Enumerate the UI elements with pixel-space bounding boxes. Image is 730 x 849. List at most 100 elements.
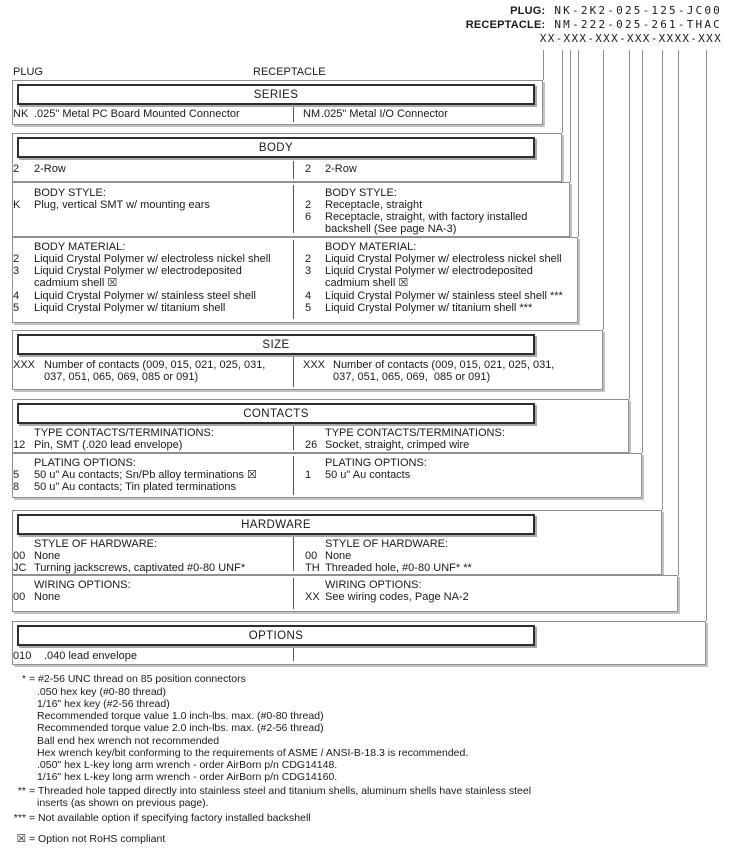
contacts-type-subhead-plug: TYPE CONTACTS/TERMINATIONS: bbox=[34, 427, 214, 439]
footnote-line: .050 hex key (#0-80 thread) bbox=[37, 686, 166, 698]
contacts-header: CONTACTS bbox=[17, 403, 535, 424]
contacts-type-divider bbox=[293, 426, 294, 450]
body-material-plug-desc-3: Liquid Crystal Polymer w/ electrodeposit… bbox=[34, 265, 242, 290]
plug-column-label: PLUG bbox=[13, 66, 43, 78]
options-header: OPTIONS bbox=[17, 625, 535, 646]
receptacle-pn-value: NM-222-025-261-THAC bbox=[554, 18, 722, 31]
body-material-receptacle-code-4: 4 bbox=[305, 290, 312, 302]
size-receptacle-desc: Number of contacts (009, 015, 021, 025, … bbox=[333, 359, 555, 384]
footnote-line: Hex wrench key/bit conforming to the req… bbox=[37, 747, 469, 759]
wiring-subhead-plug: WIRING OPTIONS: bbox=[34, 579, 131, 591]
body-material-subhead-receptacle: BODY MATERIAL: bbox=[325, 241, 417, 253]
body-material-receptacle-code-2: 2 bbox=[305, 253, 312, 265]
riser-hardware-style bbox=[662, 50, 663, 510]
field-box-body-material bbox=[12, 237, 578, 323]
plug-pn-label: PLUG: bbox=[510, 5, 546, 17]
footnote-line: Recommended torque value 1.0 inch-lbs. m… bbox=[37, 710, 324, 722]
part-number-mask: XX-XXX-XXX-XXX-XXXX-XXX bbox=[539, 32, 722, 45]
receptacle-column-label: RECEPTACLE bbox=[253, 66, 326, 78]
ballot-box-x-icon: ☒ bbox=[16, 833, 26, 845]
body-style-plug-desc: Plug, vertical SMT w/ mounting ears bbox=[34, 199, 210, 211]
plug-pn-value: NK-2K2-025-125-JC00 bbox=[554, 4, 722, 17]
body-material-plug-code-3: 3 bbox=[13, 265, 20, 277]
options-plug-code: 010 bbox=[13, 650, 32, 662]
body-style-plug-code: K bbox=[13, 199, 21, 211]
body-row-plug-code: 2 bbox=[13, 163, 20, 175]
hardware-header: HARDWARE bbox=[17, 514, 535, 535]
hardware-style-plug-code-jc: JC bbox=[13, 562, 27, 574]
body-material-subhead-plug: BODY MATERIAL: bbox=[34, 241, 126, 253]
plating-plug-code-5: 5 bbox=[13, 469, 20, 481]
body-style-receptacle-desc-6: Receptacle, straight, with factory insta… bbox=[325, 211, 528, 236]
plating-divider bbox=[293, 456, 294, 495]
footnote-line: 1/16" hex key (#2-56 thread) bbox=[37, 698, 170, 710]
hardware-style-plug-desc-jc: Turning jackscrews, captivated #0-80 UNF… bbox=[34, 562, 246, 574]
riser-body-row bbox=[562, 50, 563, 133]
contacts-type-subhead-receptacle: TYPE CONTACTS/TERMINATIONS: bbox=[325, 427, 505, 439]
body-header: BODY bbox=[17, 137, 535, 158]
riser-contacts-type bbox=[629, 50, 630, 399]
series-receptacle-desc: .025" Metal I/O Connector bbox=[321, 108, 448, 120]
options-plug-desc: .040 lead envelope bbox=[44, 650, 137, 662]
footnote-asterisk: *= #2-56 UNC thread on 85 position conne… bbox=[21, 673, 246, 685]
size-plug-code: XXX bbox=[13, 359, 36, 371]
body-material-receptacle-code-3: 3 bbox=[305, 265, 312, 277]
hardware-style-plug-code-00: 00 bbox=[13, 550, 26, 562]
plating-plug-code-8: 8 bbox=[13, 481, 20, 493]
body-material-receptacle-desc-4: Liquid Crystal Polymer w/ stainless stee… bbox=[325, 290, 563, 302]
series-header: SERIES bbox=[17, 84, 535, 105]
body-style-receptacle-desc-2: Receptacle, straight bbox=[325, 199, 423, 211]
field-box-body-style bbox=[12, 182, 570, 237]
footnote-rohs: ☒= Option not RoHS compliant bbox=[4, 833, 166, 845]
riser-plating bbox=[642, 50, 643, 453]
plug-part-number-line: PLUG: NK-2K2-025-125-JC00 bbox=[510, 4, 722, 17]
body-material-plug-desc-2: Liquid Crystal Polymer w/ electroless ni… bbox=[34, 253, 271, 265]
plating-subhead-receptacle: PLATING OPTIONS: bbox=[325, 457, 427, 469]
hardware-style-subhead-receptacle: STYLE OF HARDWARE: bbox=[325, 538, 449, 550]
body-material-plug-desc-5: Liquid Crystal Polymer w/ titanium shell bbox=[34, 302, 226, 314]
field-box-plating bbox=[12, 453, 642, 498]
series-plug-code: NK bbox=[13, 108, 29, 120]
hardware-style-receptacle-desc-00: None bbox=[325, 550, 352, 562]
wiring-divider bbox=[293, 578, 294, 609]
body-material-receptacle-desc-5: Liquid Crystal Polymer w/ titanium shell… bbox=[325, 302, 533, 314]
hardware-style-receptacle-desc-th: Threaded hole, #0-80 UNF* ** bbox=[325, 562, 472, 574]
body-material-plug-code-5: 5 bbox=[13, 302, 20, 314]
footnote-triple-asterisk: ***= Not available option if specifying … bbox=[13, 812, 311, 824]
body-row-divider bbox=[293, 161, 294, 179]
body-material-receptacle-code-5: 5 bbox=[305, 302, 312, 314]
body-material-divider bbox=[293, 240, 294, 319]
wiring-receptacle-code: XX bbox=[305, 591, 320, 603]
riser-body-style bbox=[570, 50, 571, 182]
plating-plug-desc-5: 50 u" Au contacts; Sn/Pb alloy terminati… bbox=[34, 469, 257, 481]
size-divider bbox=[293, 357, 294, 387]
riser-series bbox=[543, 50, 544, 80]
contacts-type-plug-code: 12 bbox=[13, 439, 26, 451]
body-material-receptacle-desc-2: Liquid Crystal Polymer w/ electroless ni… bbox=[325, 253, 562, 265]
series-plug-desc: .025" Metal PC Board Mounted Connector bbox=[34, 108, 240, 120]
riser-wiring bbox=[678, 50, 679, 575]
riser-options bbox=[706, 50, 707, 621]
options-divider bbox=[293, 648, 294, 661]
footnote-line: inserts (as shown on previous page). bbox=[37, 797, 209, 809]
wiring-receptacle-desc: See wiring codes, Page NA-2 bbox=[325, 591, 469, 603]
plating-subhead-plug: PLATING OPTIONS: bbox=[34, 457, 136, 469]
hardware-style-plug-desc-00: None bbox=[34, 550, 61, 562]
field-box-wiring bbox=[12, 575, 678, 612]
body-material-plug-code-2: 2 bbox=[13, 253, 20, 265]
size-receptacle-code: XXX bbox=[303, 359, 326, 371]
wiring-subhead-receptacle: WIRING OPTIONS: bbox=[325, 579, 422, 591]
body-row-receptacle-code: 2 bbox=[305, 163, 312, 175]
size-plug-desc: Number of contacts (009, 015, 021, 025, … bbox=[44, 359, 266, 384]
body-style-divider bbox=[293, 185, 294, 233]
body-style-receptacle-code-2: 2 bbox=[305, 199, 312, 211]
plating-plug-desc-8: 50 u" Au contacts; Tin plated terminatio… bbox=[34, 481, 237, 493]
plating-receptacle-code-1: 1 bbox=[305, 469, 312, 481]
body-style-subhead-receptacle: BODY STYLE: bbox=[325, 187, 397, 199]
body-row-receptacle-desc: 2-Row bbox=[325, 163, 357, 175]
contacts-type-plug-desc: Pin, SMT (.020 lead envelope) bbox=[34, 439, 183, 451]
footnote-line: Ball end hex wrench not recommended bbox=[37, 735, 220, 747]
hardware-style-receptacle-code-00: 00 bbox=[305, 550, 318, 562]
plating-receptacle-desc-1: 50 u" Au contacts bbox=[325, 469, 411, 481]
